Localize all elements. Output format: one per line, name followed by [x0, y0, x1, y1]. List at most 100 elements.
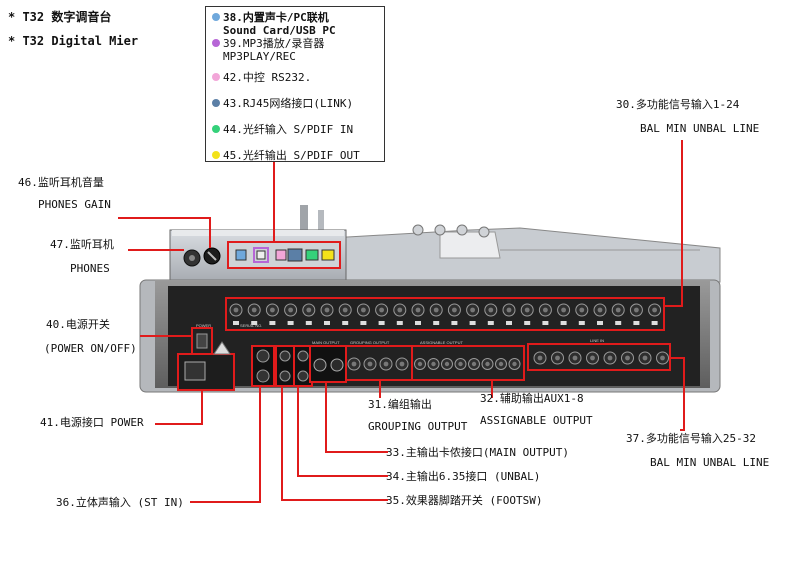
- callout-32-en: ASSIGNABLE OUTPUT: [480, 414, 593, 427]
- input-jack-25-32-center: [537, 355, 543, 361]
- input-jack-center: [233, 307, 239, 313]
- input-jack-center: [415, 307, 421, 313]
- channel-label-plate: [305, 321, 312, 325]
- channel-label-plate: [469, 321, 476, 325]
- input-jack-center: [470, 307, 475, 313]
- leader-lines: [118, 140, 685, 503]
- panel-label-line-in: LINE IN: [590, 338, 604, 343]
- input-jack-center: [342, 307, 348, 313]
- channel-label-plate: [396, 321, 403, 325]
- panel-label-serial: SERIAL NO.: [240, 323, 262, 328]
- callout-30-cn: 30.多功能信号输入1-24: [616, 98, 740, 111]
- callout-47-cn: 47.监听耳机: [50, 238, 114, 251]
- input-jack-25-32-center: [590, 355, 595, 361]
- channel-label-plate: [233, 321, 239, 325]
- input-jack-center: [270, 307, 275, 313]
- callout-33: 33.主输出卡侬接口(MAIN OUTPUT): [386, 446, 569, 459]
- legend-color-dot-icon: [212, 73, 220, 81]
- input-jack-25-32-center: [625, 355, 630, 361]
- input-jack-center: [543, 307, 548, 313]
- legend-color-dot-icon: [212, 125, 220, 133]
- legend-item-label: 39.MP3播放/录音器: [223, 37, 325, 50]
- channel-label-plate: [597, 321, 603, 325]
- panel-label-assignable-output: ASSIGNABLE OUTPUT: [420, 340, 463, 345]
- channel-label-plate: [615, 321, 622, 325]
- panel-label-power: POWER: [196, 323, 211, 328]
- assignable-output-jack-center: [444, 361, 450, 367]
- callout-46-en: PHONES GAIN: [38, 198, 111, 211]
- input-jack-center: [524, 307, 530, 313]
- channel-label-plate: [560, 321, 567, 325]
- input-jack-center: [433, 307, 439, 313]
- mixer-top-surface: [300, 205, 721, 283]
- legend-color-dot-icon: [212, 151, 220, 159]
- input-jack-center: [506, 307, 512, 313]
- channel-label-plate: [342, 321, 349, 325]
- grouping-output-jack-center: [351, 361, 357, 367]
- main-output-xlr: [309, 345, 347, 383]
- legend-item: 43.RJ45网络接口(LINK): [212, 97, 353, 110]
- input-jack-25-32-center: [660, 355, 665, 361]
- input-jack-center: [361, 307, 366, 313]
- assignable-output-jack-center: [512, 361, 517, 367]
- legend-item: 42.中控 RS232.: [212, 71, 311, 84]
- channel-label-plate: [633, 321, 640, 325]
- legend-color-dot-icon: [212, 99, 220, 107]
- input-jacks-25-32: [533, 351, 669, 365]
- legend-color-dot-icon: [212, 39, 220, 47]
- callout-37-en: BAL MIN UNBAL LINE: [650, 456, 770, 469]
- channel-label-plate: [415, 321, 421, 325]
- callout-34: 34.主输出6.35接口 (UNBAL): [386, 470, 541, 483]
- legend-item-sublabel: MP3PLAY/REC: [223, 50, 296, 63]
- callout-31-en: GROUPING OUTPUT: [368, 420, 468, 433]
- channel-label-plate: [324, 321, 330, 325]
- callout-47-en: PHONES: [70, 262, 110, 275]
- input-jack-25-32-center: [572, 355, 578, 361]
- assignable-output-jack-center: [417, 361, 423, 367]
- grouping-output-jack-center: [399, 361, 405, 367]
- channel-label-plate: [433, 321, 440, 325]
- input-jack-center: [488, 307, 494, 313]
- legend-item: 45.光纤输出 S/PDIF OUT: [212, 149, 360, 162]
- legend-item-label: 44.光纤输入 S/PDIF IN: [223, 123, 354, 136]
- callout-40-en: (POWER ON/OFF): [44, 342, 137, 355]
- legend-item-label: 38.内置声卡/PC联机: [223, 11, 329, 24]
- grouping-output-jack-center: [367, 361, 373, 367]
- channel-label-plate: [269, 321, 276, 325]
- callout-41: 41.电源接口 POWER: [40, 416, 144, 429]
- channel-label-plate: [487, 321, 494, 325]
- input-jacks-1-24: [229, 303, 662, 325]
- channel-label-plate: [287, 321, 294, 325]
- stereo-in-group: [251, 345, 313, 387]
- input-jack-center: [561, 307, 566, 313]
- grouping-output-jack-center: [383, 361, 389, 367]
- input-jack-center: [324, 307, 330, 313]
- assignable-output-jack-center: [431, 361, 436, 367]
- channel-label-plate: [506, 321, 512, 325]
- title-en: * T32 Digital Mier: [8, 34, 139, 48]
- input-jack-center: [579, 307, 585, 313]
- channel-label-plate: [378, 321, 385, 325]
- grouping-assignable-outputs: [347, 357, 521, 371]
- legend-item: 44.光纤输入 S/PDIF IN: [212, 123, 353, 136]
- callout-32-cn: 32.辅助输出AUX1-8: [480, 392, 584, 405]
- channel-label-plate: [542, 321, 549, 325]
- input-jack-center: [397, 307, 403, 313]
- assignable-output-jack-center: [458, 361, 463, 367]
- channel-label-plate: [451, 321, 458, 325]
- input-jack-center: [634, 307, 639, 313]
- channel-label-plate: [651, 321, 658, 325]
- panel-label-main-output: MAIN OUTPUT: [312, 340, 340, 345]
- channel-label-plate: [251, 321, 258, 325]
- callout-36: 36.立体声输入 (ST IN): [56, 496, 184, 509]
- channel-label-plate: [360, 321, 367, 325]
- assignable-output-jack-center: [485, 361, 490, 367]
- input-1-24-highlight: [225, 297, 665, 331]
- input-jack-center: [615, 307, 621, 313]
- legend-item-label: 43.RJ45网络接口(LINK): [223, 97, 354, 110]
- input-jack-center: [652, 307, 657, 313]
- io-module: [169, 229, 347, 281]
